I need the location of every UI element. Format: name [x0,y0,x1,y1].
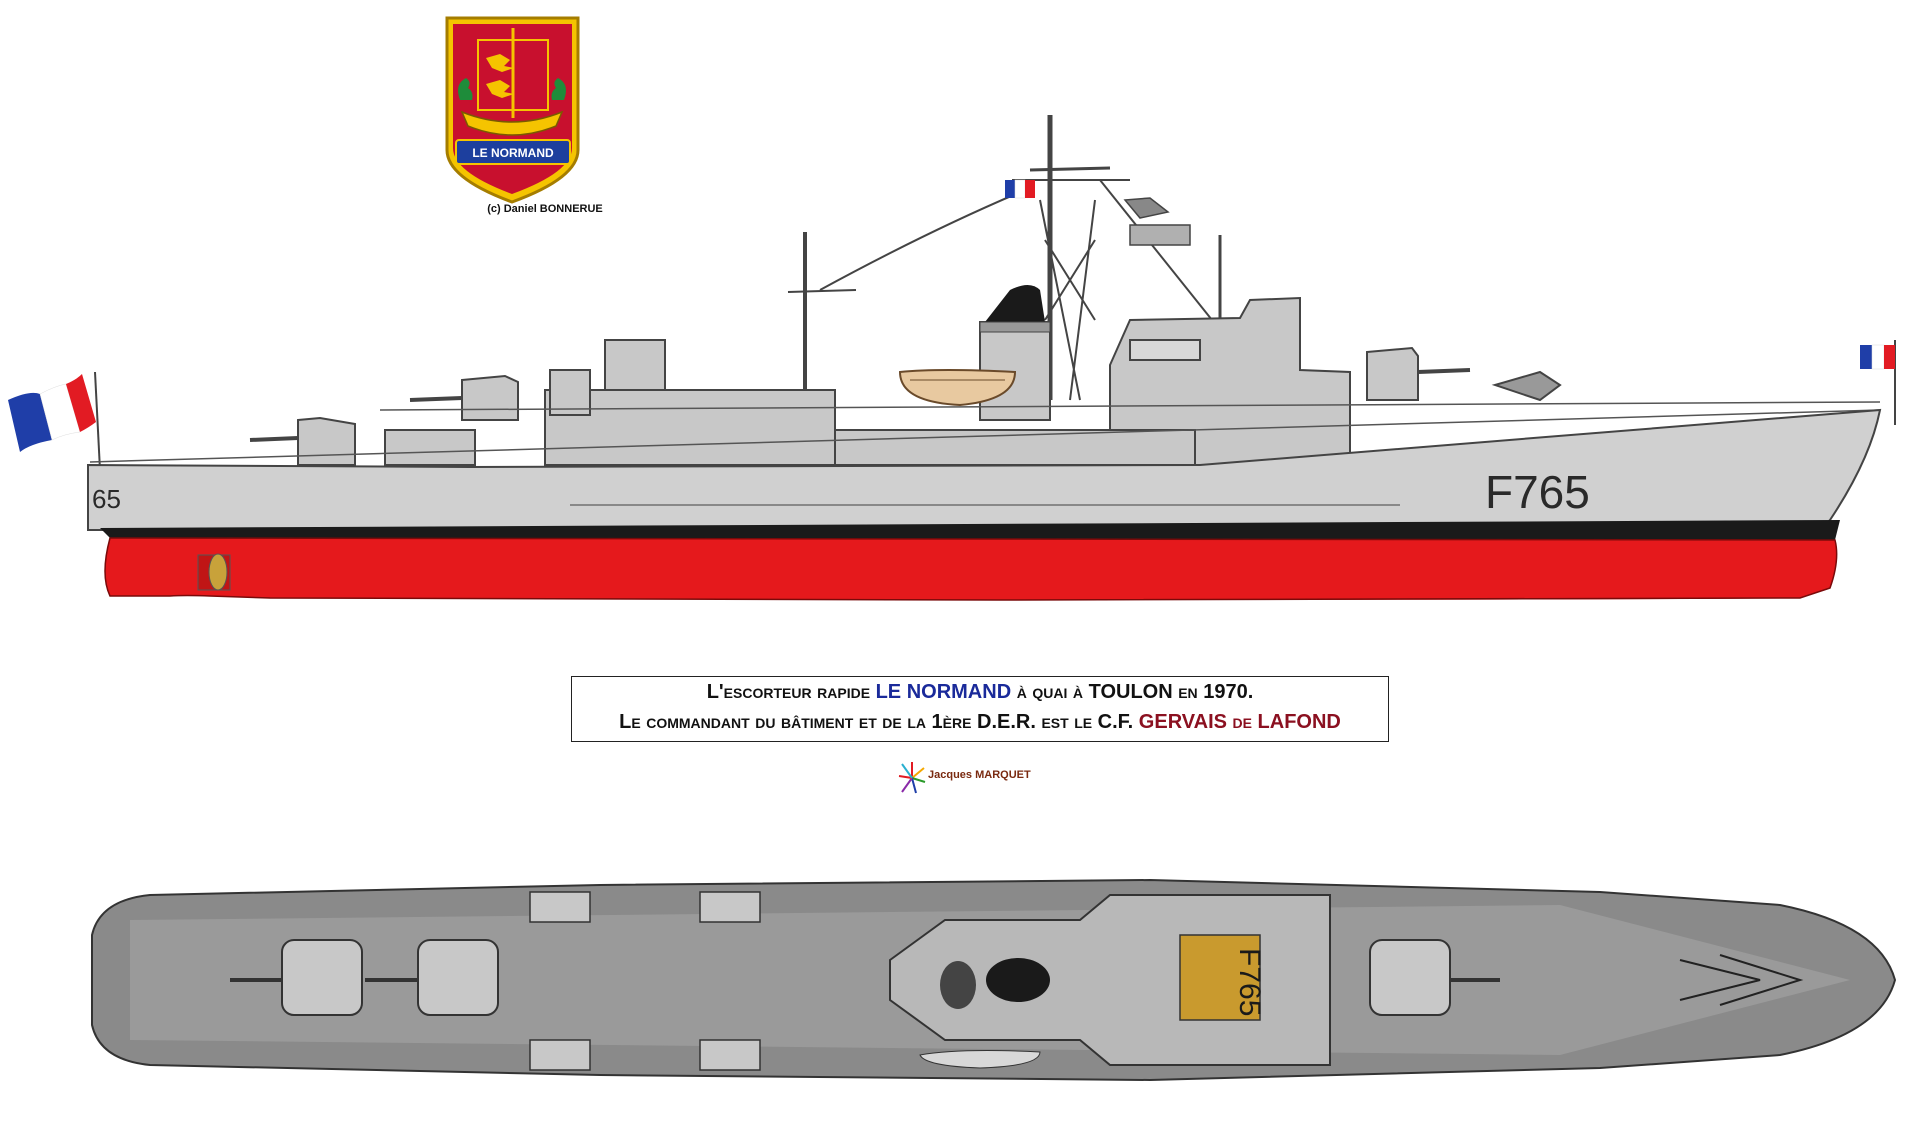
signature-text: Jacques MARQUET [928,769,1031,781]
caption-ship-name: LE NORMAND [875,681,1012,703]
top-gun-mounts [230,939,1500,1016]
bridge [1109,296,1351,466]
lifeboat [898,369,1017,407]
signature-starburst-icon [898,762,926,794]
crest-ribbon-text: LE NORMAND [472,146,554,160]
caption-l1-part3: à quai à TOULON en 1970. [1011,681,1254,703]
caption-box: L'escorteur rapide LE NORMAND à quai à T… [571,676,1389,742]
torpedo-launchers [529,891,761,1071]
caption-l1-part1: L'escorteur rapide [706,681,876,703]
caption-commander-name: GERVAIS [1138,711,1227,733]
caption-l2-part1: Le commandant du bâtiment et de la 1ère … [619,711,1139,733]
caption-line-2: Le commandant du bâtiment et de la 1ère … [572,707,1388,737]
caption-line-1: L'escorteur rapide LE NORMAND à quai à T… [572,677,1388,707]
crest-emblem: LE NORMAND [445,16,580,204]
caption-commander-surname: LAFOND [1257,711,1341,733]
deck-number: F765 [1233,948,1266,1016]
illustration-credit: (c) Daniel BONNERUE [487,203,603,215]
radar-antenna [1123,197,1191,246]
deck-rails [89,401,1881,463]
hull-topside [87,408,1882,531]
aft-superstructure [384,339,1196,466]
stern-flag [8,374,96,452]
artist-signature: Jacques MARQUET [898,760,1031,796]
mast-flag [1005,179,1035,199]
boot-top-stripe [100,520,1840,540]
bow-flag [1860,340,1896,425]
caption-l2-part3: de [1226,711,1258,733]
top-view: F765 [91,878,1897,1082]
side-view: F765 65 [8,115,1896,601]
hull-antifouling [104,537,1838,601]
stern-number-partial: 65 [92,484,121,514]
propeller [197,553,231,591]
anchor-gear [1679,954,1804,1006]
hull-number: F765 [1485,466,1590,518]
